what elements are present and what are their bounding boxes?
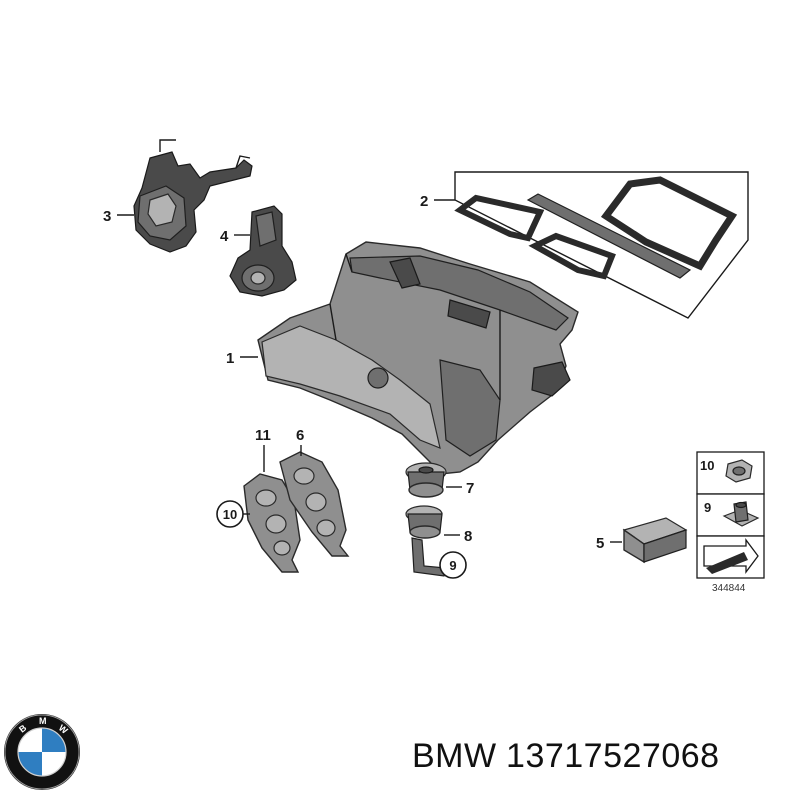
callout-6: 6 bbox=[296, 427, 304, 456]
callout-2-label: 2 bbox=[420, 193, 428, 210]
callout-7-label: 7 bbox=[466, 480, 474, 497]
callout-3-label: 3 bbox=[103, 208, 111, 225]
hardware-legend: 10 9 344844 bbox=[696, 451, 765, 594]
bmw-logo: B M W bbox=[4, 714, 80, 790]
callout-3: 3 bbox=[103, 208, 134, 225]
legend-item-10-label: 10 bbox=[700, 458, 714, 473]
callout-7: 7 bbox=[446, 480, 474, 497]
callout-1: 1 bbox=[226, 350, 258, 367]
callout-8: 8 bbox=[444, 528, 472, 545]
callout-9-label: 9 bbox=[449, 558, 456, 573]
direction-arrow-icon bbox=[703, 538, 759, 574]
callout-8-label: 8 bbox=[464, 528, 472, 545]
legend-item-9-label: 9 bbox=[704, 500, 711, 515]
callout-1-label: 1 bbox=[226, 350, 234, 367]
drawing-number: 344844 bbox=[712, 583, 746, 594]
callout-10-label: 10 bbox=[223, 507, 237, 522]
part-2-gasket-set bbox=[454, 171, 749, 319]
callout-5: 5 bbox=[596, 535, 622, 552]
part-number: 13717527068 bbox=[506, 737, 720, 775]
callout-6-label: 6 bbox=[296, 427, 304, 444]
callout-11-label: 11 bbox=[255, 427, 271, 444]
svg-text:B: B bbox=[17, 722, 29, 734]
part-11-flap bbox=[243, 473, 301, 573]
part-3-actuator bbox=[133, 139, 253, 253]
svg-text:M: M bbox=[39, 716, 47, 726]
callout-5-label: 5 bbox=[596, 535, 604, 552]
part-8-drain-hose bbox=[405, 505, 447, 577]
callout-10-circled: 10 bbox=[216, 500, 250, 528]
callout-2: 2 bbox=[420, 193, 455, 210]
part-6-flap bbox=[279, 451, 350, 557]
clip-nut-icon bbox=[722, 501, 760, 527]
callout-4: 4 bbox=[220, 228, 250, 245]
callout-4-label: 4 bbox=[220, 228, 229, 245]
callout-9-circled: 9 bbox=[439, 551, 467, 579]
part-4-actuator-motor bbox=[229, 205, 297, 297]
part-number-caption: BMW 13717527068 bbox=[412, 737, 792, 787]
part-5-foam-pad bbox=[622, 517, 688, 564]
callout-11: 11 bbox=[255, 427, 271, 472]
nut-icon bbox=[725, 459, 753, 483]
part-7-grommet bbox=[405, 462, 447, 498]
brand-name: BMW bbox=[412, 737, 497, 775]
part-1-heater-housing bbox=[257, 241, 579, 475]
